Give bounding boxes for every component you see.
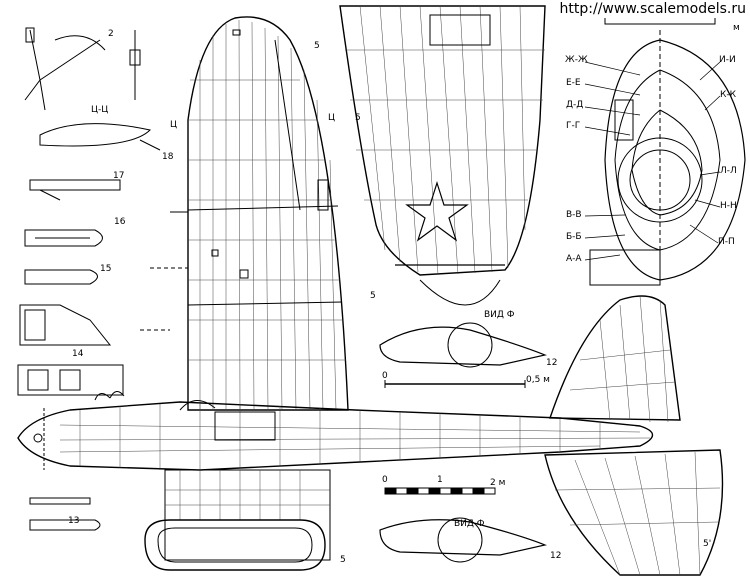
scale-large-end: 2 м bbox=[490, 478, 506, 488]
lower-wing-section bbox=[144, 469, 331, 571]
view-f-bottom-detail bbox=[379, 517, 548, 563]
callout-18: 18 bbox=[162, 152, 174, 162]
scale-bar-large bbox=[384, 487, 496, 495]
callout-16: 16 bbox=[114, 217, 126, 227]
wing-underside-view bbox=[339, 5, 546, 306]
section-vv-label: В-В bbox=[566, 210, 582, 220]
section-ee-label: Е-Е bbox=[566, 78, 581, 88]
section-dd-label: Д-Д bbox=[566, 100, 584, 110]
section-ts-right-mark: Ц bbox=[328, 113, 335, 123]
watermark: http://www.scalemodels.ru bbox=[555, 0, 750, 18]
callout-2: 2 bbox=[108, 29, 114, 39]
view-f-top-detail bbox=[379, 322, 548, 368]
view-f-bottom-label: ВИД Ф bbox=[454, 519, 485, 529]
section-ll-label: Л-Л bbox=[720, 166, 737, 176]
view-f-top-label: ВИД Ф bbox=[484, 310, 515, 320]
section-leader-lines bbox=[584, 61, 721, 261]
detail-2-linkage bbox=[24, 27, 141, 111]
detail-16-rocket bbox=[24, 229, 103, 247]
detail-18-fairing bbox=[39, 123, 161, 151]
detail-17-pylon bbox=[29, 179, 121, 201]
section-gg-label: Г-Г bbox=[566, 121, 581, 131]
section-ii-label: И-И bbox=[719, 55, 736, 65]
fuselage-side-view bbox=[17, 329, 654, 471]
callout-17: 17 bbox=[113, 171, 125, 181]
cross-sections-diagram bbox=[589, 13, 746, 286]
section-aa-label: А-А bbox=[566, 254, 582, 264]
callout-5-c: 5 bbox=[370, 291, 376, 301]
detail-13-part bbox=[29, 497, 101, 531]
section-zhzh-label: Ж-Ж bbox=[565, 55, 588, 65]
callout-12-a: 12 bbox=[546, 358, 558, 368]
wing-planform bbox=[150, 16, 349, 411]
callout-5-e: 5' bbox=[703, 539, 712, 549]
callout-14: 14 bbox=[72, 349, 84, 359]
scale-small-end: 0,5 м bbox=[526, 375, 550, 385]
scale-small-start: 0 bbox=[382, 371, 388, 381]
scale-bar-small bbox=[384, 380, 526, 388]
callout-5-a: 5 bbox=[314, 41, 320, 51]
callout-13: 13 bbox=[68, 516, 80, 526]
section-nn-label: Н-Н bbox=[720, 201, 737, 211]
detail-15-bomb bbox=[24, 269, 98, 285]
callout-5-b: 5 bbox=[355, 113, 361, 123]
section-ts-label: Ц-Ц bbox=[91, 105, 109, 115]
callout-5-d: 5 bbox=[340, 555, 346, 565]
section-m-label: м bbox=[733, 23, 740, 33]
scale-large-start: 0 bbox=[382, 475, 388, 485]
tail-assembly bbox=[544, 295, 724, 576]
scale-large-mid: 1 bbox=[437, 475, 443, 485]
callout-12-b: 12 bbox=[550, 551, 562, 561]
section-bb-label: Б-Б bbox=[566, 232, 582, 242]
section-kk-label: К-К bbox=[720, 90, 737, 100]
detail-14-bay bbox=[17, 304, 124, 396]
section-pp-label: П-П bbox=[718, 237, 735, 247]
section-ts-left-mark: Ц bbox=[170, 120, 177, 130]
callout-15: 15 bbox=[100, 264, 112, 274]
